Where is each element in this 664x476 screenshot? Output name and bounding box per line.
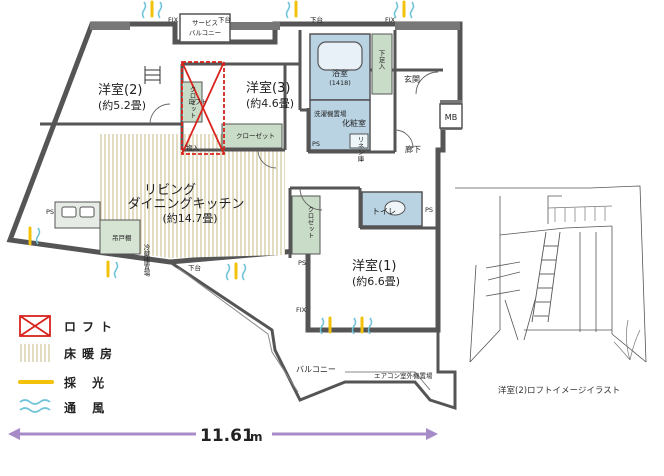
room-western3-size: (約4.6畳) <box>246 96 294 110</box>
illustration-caption: 洋室(2)ロフトイメージイラスト <box>498 385 620 396</box>
room-ldk-name2: ダイニングキッチン <box>127 197 244 212</box>
lower-cabinet-label-3: 下台 <box>188 263 201 272</box>
lower-cabinet-label-1: 下台 <box>218 15 231 24</box>
room-western2-size: (約5.2畳) <box>98 98 146 112</box>
kitchen-counter-2 <box>99 219 141 255</box>
legend-floor-heating-symbol <box>20 344 50 362</box>
illustration-plant <box>613 319 641 361</box>
toilet-bowl <box>384 200 406 216</box>
bath-label: 浴室 <box>332 68 348 78</box>
storage-label: 物入 <box>186 143 200 152</box>
loft-illustration <box>455 185 647 363</box>
lower-cabinet-label-2: 下台 <box>310 15 323 24</box>
fridge-label: 冷蔵庫置場 <box>142 243 150 278</box>
mb-box <box>439 103 463 129</box>
aircon-label: エアコン室外機置場 <box>374 371 433 380</box>
dimension-value: 11.61 <box>200 426 254 446</box>
kitchen-counter-label: 吊戸棚 <box>112 233 132 242</box>
service-balcony-label: サービス <box>192 18 218 27</box>
bathtub <box>317 41 363 71</box>
closet-label-western3: クローゼット <box>236 131 275 140</box>
washer-label: 洗濯機置場 <box>314 109 347 118</box>
closet-label-western1: クロゼット <box>306 206 314 239</box>
dimension-unit: m <box>250 430 263 444</box>
ps-label-2: PS <box>312 140 320 148</box>
room-ldk-size: (約14.7畳) <box>162 211 217 225</box>
floor-heating-area <box>100 134 285 258</box>
powder-label: 化粧室 <box>342 118 366 128</box>
doors <box>149 71 439 211</box>
fix-label-1: FIX <box>168 16 179 24</box>
closet-western1 <box>291 195 321 255</box>
room-western3-name: 洋室(3) <box>246 80 290 96</box>
legend-daylight-label: 採 光 <box>64 375 110 390</box>
illustration-railing <box>547 205 613 222</box>
hall-label: 廊下 <box>405 144 421 154</box>
room-western2-name: 洋室(2) <box>98 82 142 98</box>
illustration-ladder <box>531 231 561 323</box>
loft-mark <box>181 61 225 155</box>
legend-loft-symbol <box>19 315 51 337</box>
legend: ロフト 床暖房 採 光 通 風 <box>18 315 118 415</box>
daylight-marks <box>28 0 406 334</box>
room-ldk-name: リビング <box>144 183 196 198</box>
interior-walls <box>40 30 443 258</box>
fix-label-3: FIX <box>296 306 307 314</box>
fix-label-2: FIX <box>385 16 396 24</box>
legend-floor-heating-label: 床暖房 <box>64 346 118 361</box>
closet-western3 <box>221 123 283 149</box>
ps-label-1: PS <box>46 208 54 216</box>
shoe-closet <box>371 33 393 95</box>
linen-label: リネン庫 <box>356 136 364 163</box>
legend-ventilation-label: 通 風 <box>64 400 110 415</box>
ventilation-marks <box>35 1 415 335</box>
closets <box>54 33 393 255</box>
legend-ventilation-symbol <box>19 399 51 413</box>
shoes-label: 下足入 <box>377 50 385 70</box>
washbasin <box>349 133 369 149</box>
bath-size-label: (1418) <box>329 79 351 87</box>
dimension-line <box>8 428 438 440</box>
service-balcony-label-2: バルコニー <box>189 29 221 37</box>
toilet-label: トイレ <box>372 207 396 216</box>
room-western1-name: 洋室(1) <box>352 258 396 274</box>
entrance-label: 玄関 <box>404 74 420 84</box>
balcony <box>169 260 457 411</box>
loft-ladder <box>144 66 161 84</box>
ps-label-3: PS <box>425 206 433 214</box>
service-balcony <box>179 13 231 43</box>
loft-label: ロフト <box>188 98 208 106</box>
kitchen-sink <box>61 206 95 218</box>
closet-label-western2: クロゼット <box>188 86 196 119</box>
mb-label: MB <box>445 113 457 122</box>
legend-loft-label: ロフト <box>64 320 118 334</box>
balcony-label: バルコニー <box>296 365 336 374</box>
room-western1-size: (約6.6畳) <box>352 274 400 288</box>
ps-label-4: PS <box>298 259 306 267</box>
